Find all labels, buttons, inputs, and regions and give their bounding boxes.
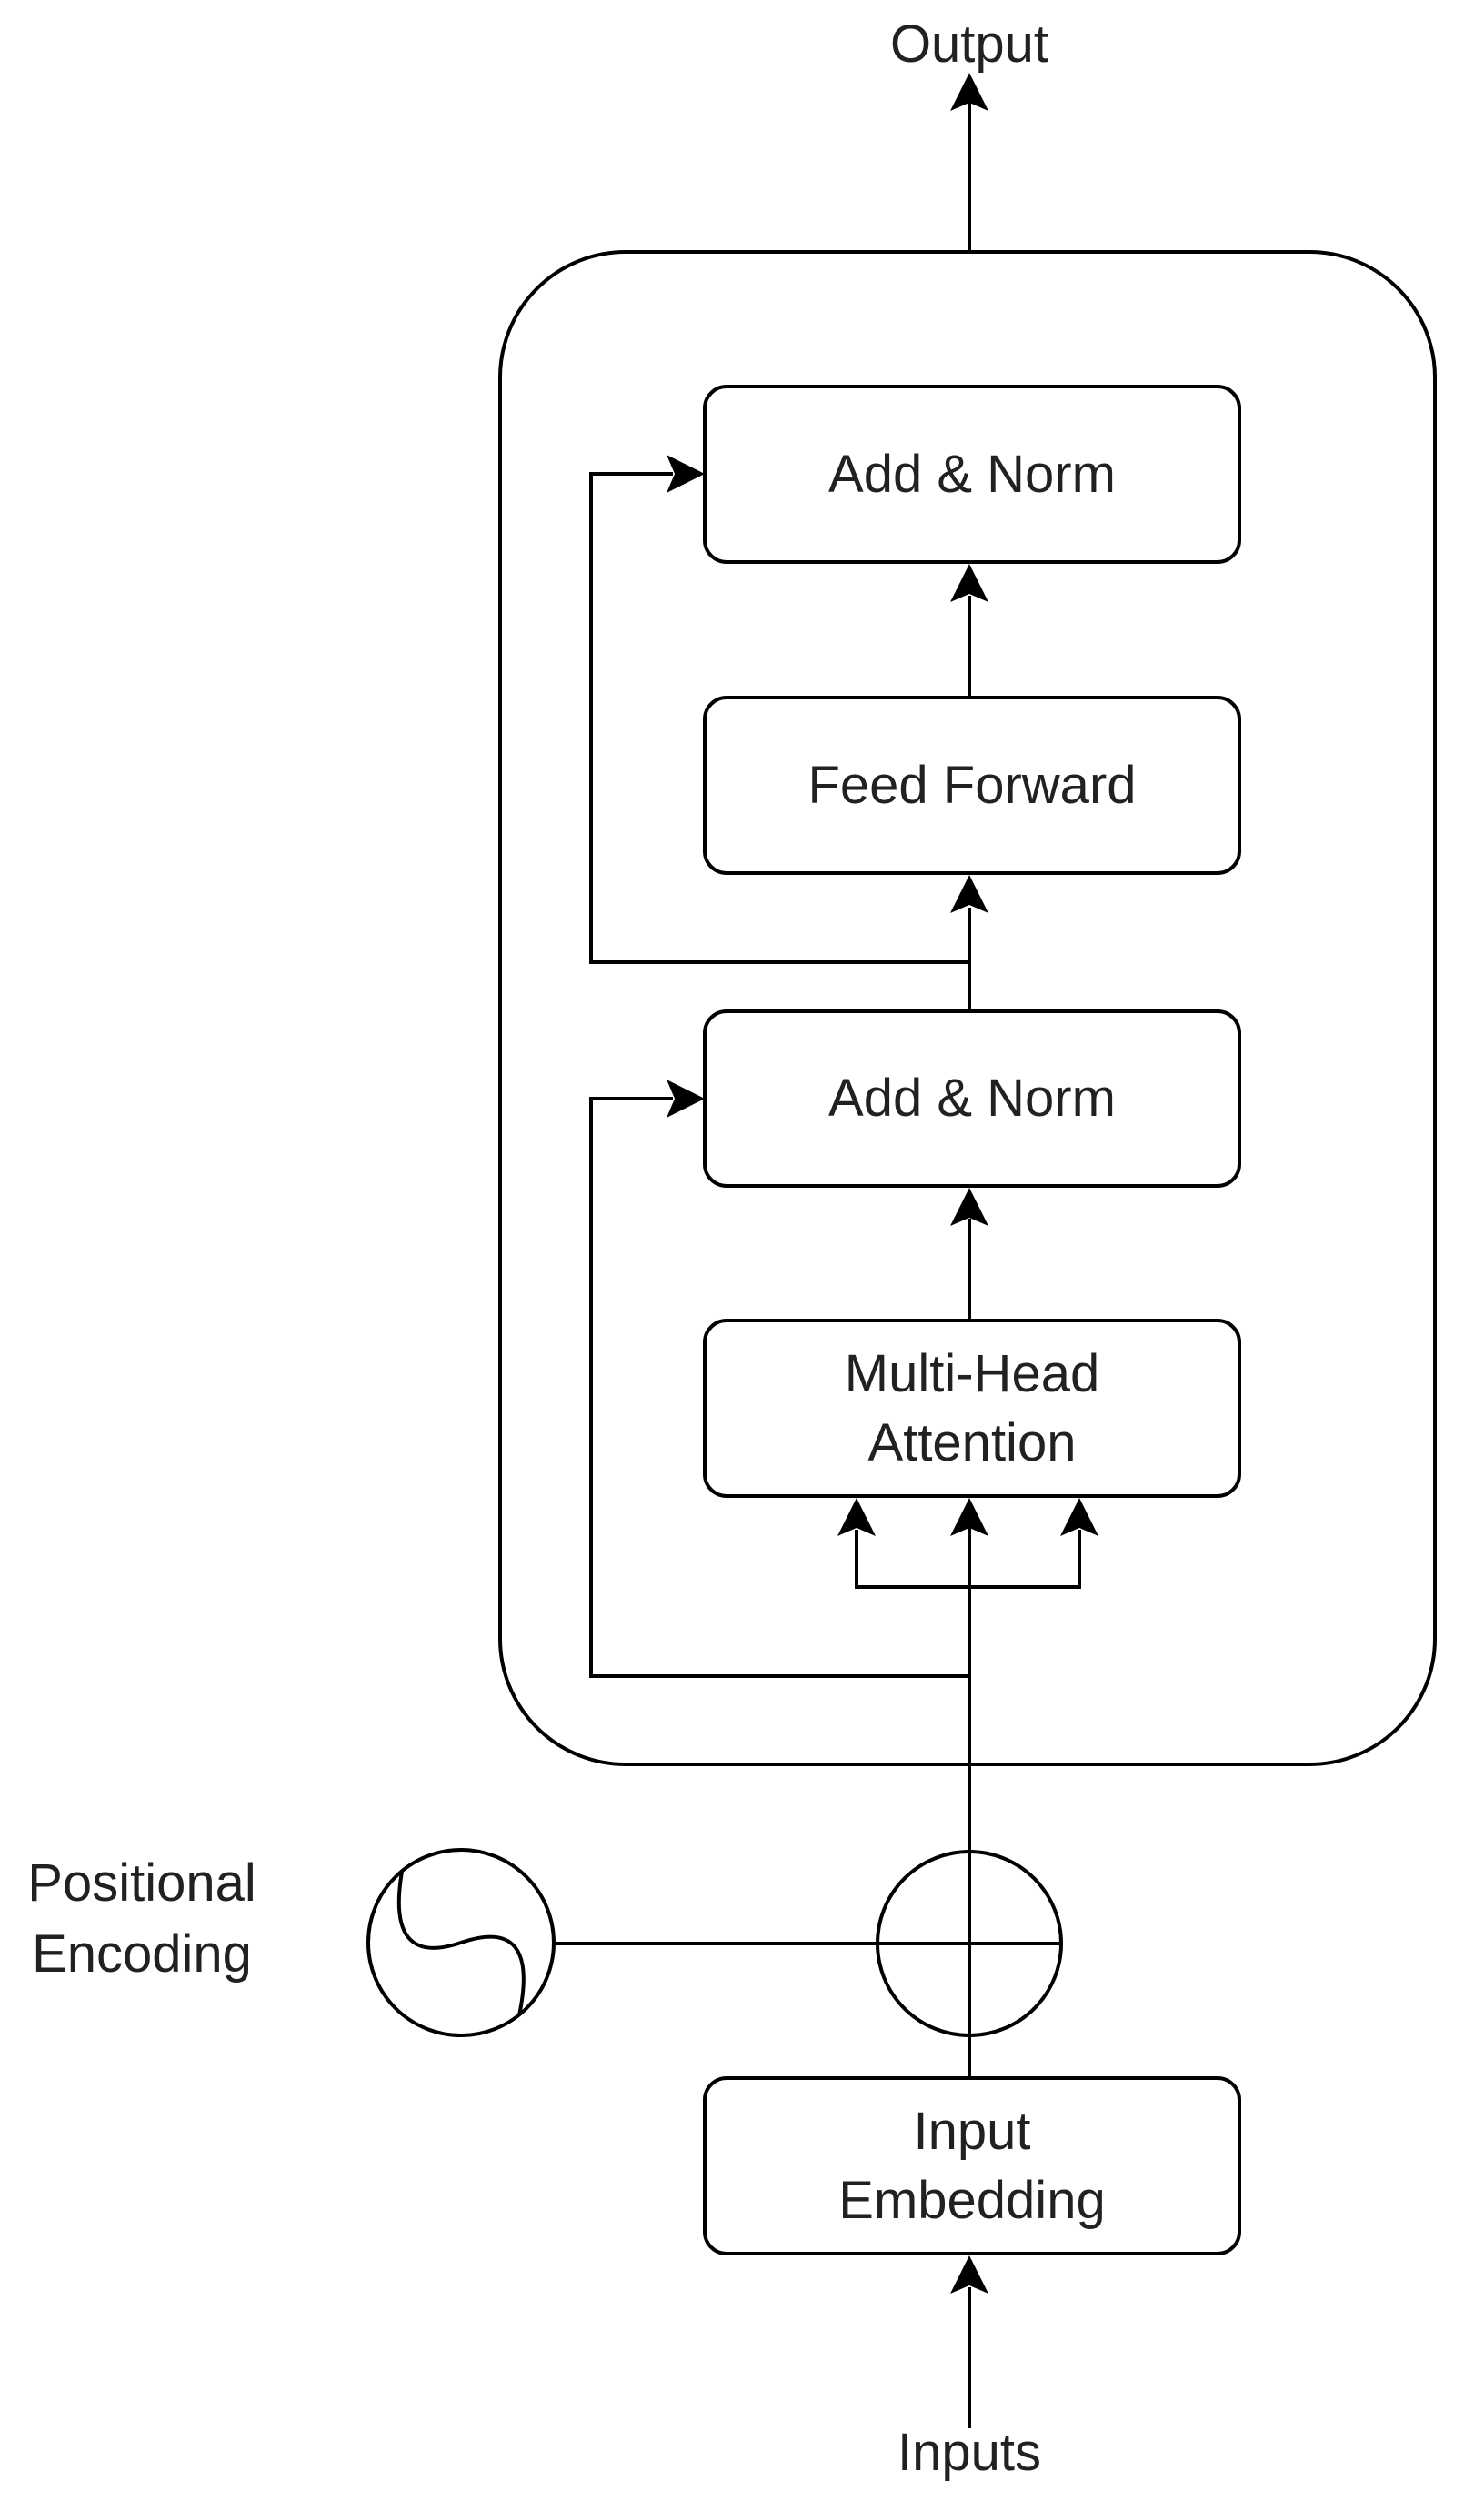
inputs-label: Inputs: [897, 2423, 1041, 2482]
output-label: Output: [889, 15, 1049, 74]
feed-forward-label: Feed Forward: [807, 755, 1137, 815]
plus-circle-icon: [876, 1850, 1063, 2037]
input-embedding-label-line2: Embedding: [838, 2170, 1106, 2230]
add-norm-top-box: Add & Norm: [703, 385, 1241, 564]
positional-encoding-label: Positional Encoding: [27, 1853, 256, 1984]
sine-wave-icon: [366, 1848, 556, 2037]
input-embedding-box: Input Embedding: [703, 2076, 1241, 2255]
inputs-arrow-head: [950, 2255, 988, 2294]
sine-wave-curve: [396, 1871, 526, 2016]
add-norm-bottom-box: Add & Norm: [703, 1009, 1241, 1188]
multi-head-attention-label-line1: Multi-Head: [844, 1343, 1100, 1403]
add-norm-bottom-label: Add & Norm: [828, 1069, 1116, 1128]
multi-head-attention-label-line2: Attention: [867, 1412, 1077, 1472]
multi-head-attention-box: Multi-Head Attention: [703, 1319, 1241, 1498]
input-embedding-label-line1: Input: [913, 2101, 1031, 2161]
add-norm-top-label: Add & Norm: [828, 444, 1116, 504]
feed-forward-box: Feed Forward: [703, 696, 1241, 875]
